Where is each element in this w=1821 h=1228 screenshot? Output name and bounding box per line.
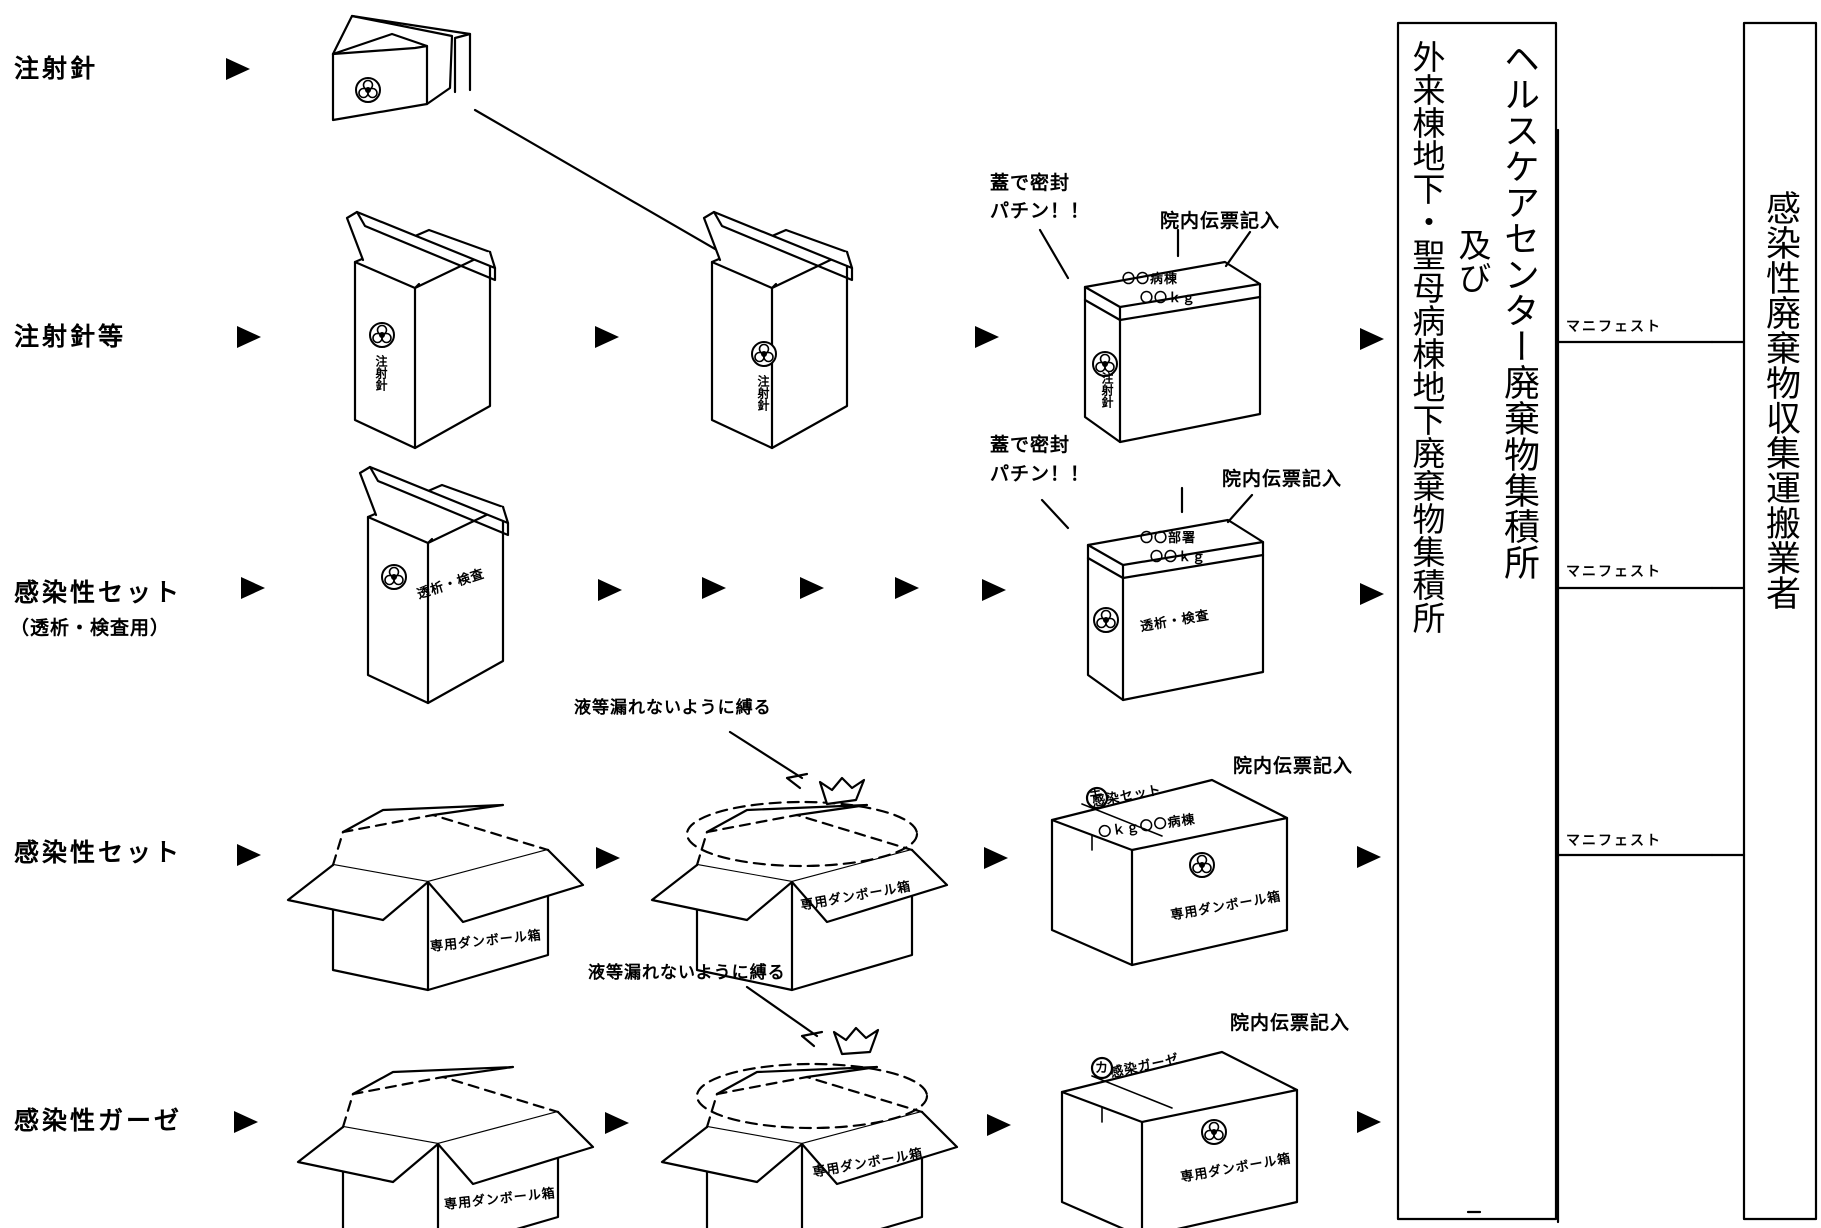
category-sublabel-dialysis: （透析・検査用） [10, 617, 171, 639]
collection-site-healthcare: ヘルスケアセンター廃棄物集積所 [1498, 40, 1539, 580]
cardboard-closed-2 [1060, 1050, 1299, 1228]
box-label-kg-2: 〇〇ｋｇ [1150, 550, 1207, 565]
manifest-label-1: マニフェスト [1566, 319, 1662, 335]
collection-site-and: 及び [1453, 228, 1492, 294]
note-lid-seal-pop-2: パチン！！ [990, 463, 1091, 485]
note-tie-bag-2: 液等漏れないように縛る [588, 963, 786, 983]
note-internal-slip-3: 院内伝票記入 [1233, 755, 1354, 777]
box-label-syringe-1: 注射針 [374, 355, 388, 391]
sealed-container-2 [1086, 518, 1265, 702]
box-label-dept-2: 〇〇部署 [1140, 531, 1197, 546]
note-lid-seal-pop-1: パチン！！ [990, 200, 1091, 222]
note-lid-seal-1: 蓋で密封 [990, 172, 1071, 194]
note-internal-slip-2: 院内伝票記入 [1222, 468, 1343, 490]
box-label-ward-1: 〇〇病棟 [1122, 272, 1179, 287]
manifest-label-2: マニフェスト [1566, 564, 1662, 580]
box-label-kg-1: 〇〇ｋｇ [1140, 291, 1197, 306]
box-label-syringe-2: 注射針 [756, 375, 770, 411]
cardboard-open-1 [286, 803, 585, 992]
sharps-container-2 [702, 210, 854, 450]
note-internal-slip-1: 院内伝票記入 [1160, 210, 1281, 232]
sealed-container-1 [1083, 260, 1262, 444]
contractor-label: 感染性廃棄物収集運搬業者 [1760, 190, 1800, 610]
cardboard-closed-1 [1050, 778, 1289, 967]
category-label-syringe: 注射針 [14, 54, 99, 83]
contractor-frame [1742, 21, 1818, 1221]
box-label-syringe-3: 注射針 [1100, 372, 1114, 408]
cardboard-bag-1 [650, 730, 949, 992]
note-internal-slip-4: 院内伝票記入 [1230, 1012, 1351, 1034]
box-mark-ka: カ [1095, 1061, 1110, 1076]
category-label-syringe-etc: 注射針等 [14, 322, 127, 351]
small-syringe-box [331, 14, 472, 122]
collection-site-basement: 外来棟地下・聖母病棟地下廃棄物集積所 [1407, 40, 1446, 634]
box-mark-ki: キ [1089, 788, 1104, 803]
sharps-container-1 [345, 210, 497, 450]
manifest-label-3: マニフェスト [1566, 833, 1662, 849]
category-label-infectious-gauze: 感染性ガーゼ [14, 1106, 183, 1135]
collection-site-frame [1396, 21, 1558, 1221]
category-label-infectious-set-dialysis: 感染性セット [14, 578, 183, 607]
cardboard-bag-2 [660, 985, 959, 1228]
note-tie-bag-1: 液等漏れないように縛る [574, 698, 772, 718]
category-label-infectious-set: 感染性セット [14, 838, 183, 867]
note-lid-seal-2: 蓋で密封 [990, 434, 1071, 456]
